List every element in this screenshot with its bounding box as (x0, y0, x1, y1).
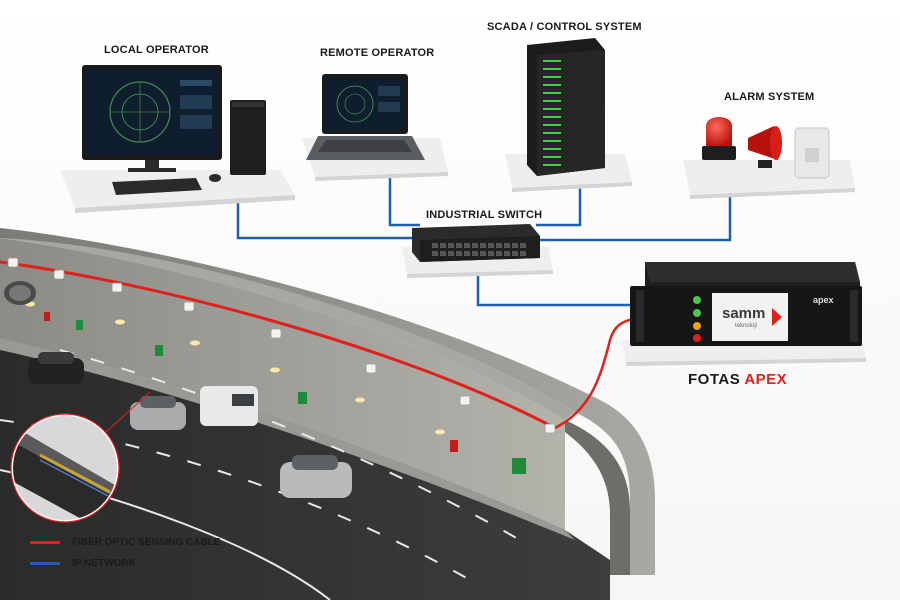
switch-port (456, 251, 462, 256)
cable-clamps (7, 257, 556, 434)
switch-port (504, 251, 510, 256)
rack-led (543, 76, 561, 78)
switch-port (520, 251, 526, 256)
samm-logo-sub: teknoloji (735, 323, 758, 329)
status-led-red (693, 334, 701, 342)
exit-signs (76, 320, 526, 474)
jet-fan-icon (4, 281, 36, 305)
car-silver-1 (130, 396, 186, 430)
alarm-system-devices (702, 117, 830, 179)
mouse-icon (209, 174, 221, 182)
car-silver-2 (280, 455, 352, 498)
switch-port (472, 243, 478, 248)
switch-port (520, 243, 526, 248)
rack-led (543, 84, 561, 86)
ip-network-lines (236, 172, 732, 307)
van-white (200, 386, 258, 426)
rack-led (543, 60, 561, 62)
rack-led (543, 92, 561, 94)
rack-led (543, 108, 561, 110)
keyboard-icon (112, 178, 202, 195)
local-operator-workstation (82, 65, 266, 195)
label-remote-operator: REMOTE OPERATOR (320, 47, 435, 59)
siren-icon (748, 126, 782, 168)
legend-ip-label: IP NETWORK (72, 558, 136, 569)
cable-inset (10, 391, 151, 523)
switch-port (464, 243, 470, 248)
fotas-apex-unit (630, 262, 862, 346)
label-alarm-system: ALARM SYSTEM (724, 91, 815, 103)
switch-port (456, 243, 462, 248)
legend-fiber: FIBER OPTIC SENSING CABLE (30, 537, 220, 548)
status-led-green-2 (693, 309, 701, 317)
beacon-icon (702, 117, 736, 160)
tunnel-rim (0, 228, 655, 575)
switch-port (512, 251, 518, 256)
switch-port (496, 243, 502, 248)
rack-led (543, 156, 561, 158)
pc-tower-icon (230, 100, 266, 175)
switch-port (448, 243, 454, 248)
rack-led (543, 164, 561, 166)
rack-led (543, 124, 561, 126)
rack-led (543, 100, 561, 102)
switch-port (472, 251, 478, 256)
switch-port (448, 251, 454, 256)
legend-fiber-label: FIBER OPTIC SENSING CABLE (72, 537, 221, 548)
tunnel-rim-cut (565, 420, 630, 575)
switch-port (432, 243, 438, 248)
legend-ip: IP NETWORK (30, 558, 136, 569)
switch-port (504, 243, 510, 248)
status-led-green-1 (693, 296, 701, 304)
tunnel (0, 228, 655, 600)
switch-port (440, 251, 446, 256)
fire-cabinets (44, 312, 458, 452)
label-scada: SCADA / CONTROL SYSTEM (487, 21, 642, 33)
switch-port (488, 251, 494, 256)
legend-fiber-swatch (30, 541, 60, 544)
switch-port (512, 243, 518, 248)
rack-led (543, 132, 561, 134)
fiber-optic-cable (0, 257, 641, 434)
switch-port (432, 251, 438, 256)
switch-port (480, 243, 486, 248)
rack-led (543, 116, 561, 118)
rack-led (543, 68, 561, 70)
fotas-prefix: FOTAS (688, 371, 741, 388)
industrial-switch-icon (412, 224, 540, 262)
apex-logo: apex (813, 295, 834, 305)
rack-led (543, 140, 561, 142)
tunnel-wall (0, 238, 565, 530)
detector-icon (794, 127, 830, 179)
switch-port (496, 251, 502, 256)
cars (28, 352, 352, 498)
remote-operator-laptop (306, 74, 425, 160)
rack-led (543, 148, 561, 150)
label-industrial-switch: INDUSTRIAL SWITCH (426, 209, 543, 221)
switch-port (488, 243, 494, 248)
label-local-operator: LOCAL OPERATOR (104, 44, 209, 56)
legend-ip-swatch (30, 562, 60, 565)
samm-logo: samm (722, 305, 766, 322)
label-fotas-apex: FOTAS APEX (688, 371, 787, 388)
scada-server-rack-icon (527, 38, 605, 176)
switch-port (480, 251, 486, 256)
status-led-amber (693, 322, 701, 330)
car-dark (28, 352, 84, 384)
switch-port (464, 251, 470, 256)
fotas-suffix: APEX (744, 371, 788, 388)
switch-port (440, 243, 446, 248)
